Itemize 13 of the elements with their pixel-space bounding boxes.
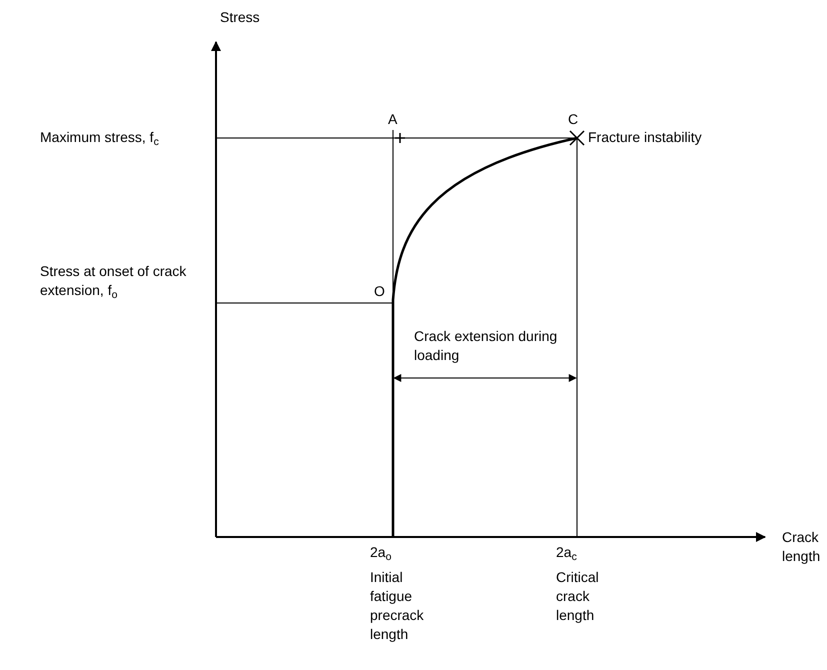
tick-label: 2a$_{c}$ [556, 543, 578, 562]
point-label: C [568, 110, 580, 129]
point-label: O [374, 282, 386, 301]
level-label: Stress at onset of crack extension, f$_{o}$ [40, 262, 188, 300]
point-label: A [388, 110, 398, 129]
axis-title: Crack length [782, 528, 822, 566]
tick-caption: Initial fatigue precrack length [370, 568, 425, 644]
annotation: Fracture instability [588, 128, 703, 147]
annotation: Crack extension during loading [414, 327, 558, 365]
axis-title: Stress [220, 8, 261, 27]
level-label: Maximum stress, f$_{c}$ [40, 128, 160, 147]
tick-caption: Critical crack length [556, 568, 600, 625]
tick-label: 2a$_{o}$ [370, 543, 392, 562]
